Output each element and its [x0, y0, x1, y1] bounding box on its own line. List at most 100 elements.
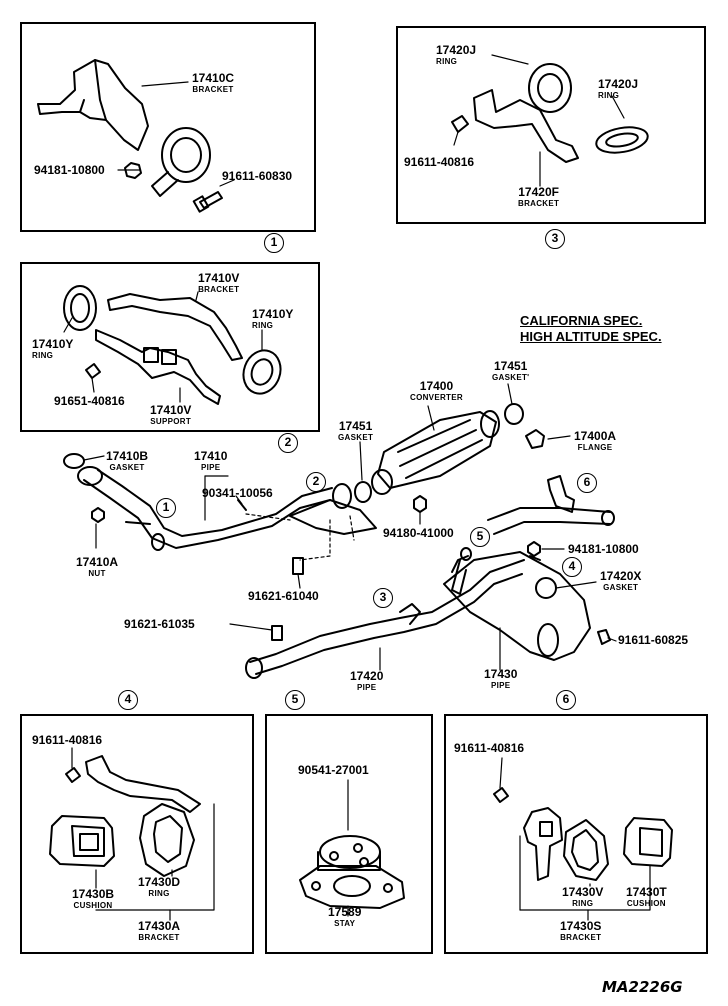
- hanger-6-shape: [547, 475, 575, 513]
- part-label-17420F: 17420F BRACKET: [518, 185, 560, 209]
- bolt-91611-60830-shape: [192, 191, 223, 213]
- part-label-17420J-a: 17420J RING: [436, 44, 476, 67]
- part-label-17420J-b: 17420J RING: [598, 78, 638, 101]
- part-number: 17410: [194, 449, 228, 463]
- part-number: 17430V: [562, 885, 604, 899]
- callout-3-main[interactable]: 3: [373, 588, 393, 608]
- detail-box-5: [265, 714, 433, 954]
- part-label-17420: 17420 PIPE: [350, 669, 384, 693]
- part-label-17410C: 17410C BRACKET: [192, 72, 234, 95]
- part-label-17430V: 17430V RING: [562, 885, 604, 909]
- part-number: 90541-27001: [298, 763, 369, 777]
- support-17410V-shape: [95, 329, 221, 405]
- part-label-17410: 17410 PIPE: [194, 449, 228, 473]
- gasket-17410B-shape: [63, 453, 85, 469]
- part-label-91621-61040: 91621-61040: [248, 590, 319, 603]
- part-number: 94180-41000: [383, 526, 454, 540]
- stay-17589-shape: [299, 865, 405, 909]
- part-label-90541-27001: 90541-27001: [298, 764, 369, 777]
- part-label-94181-10800-a: 94181-10800: [34, 164, 105, 177]
- part-number: 17451: [338, 419, 373, 433]
- part-label-17430D: 17430D RING: [138, 875, 181, 899]
- part-label-91611-60830: 91611-60830: [222, 170, 292, 183]
- spec-high-altitude: HIGH ALTITUDE SPEC.: [520, 329, 662, 344]
- bolt-91651-40816-shape: [85, 363, 101, 379]
- bracket-17410C-shape: [37, 59, 149, 151]
- part-name: RING: [148, 889, 170, 898]
- bolt-91611-40816-c-shape: [493, 787, 509, 803]
- ring-17430D-shape: [139, 803, 195, 877]
- part-name: BRACKET: [138, 933, 180, 942]
- callout-2-box[interactable]: 2: [278, 433, 298, 453]
- callout-1-main[interactable]: 1: [156, 498, 176, 518]
- part-label-17451-b: 17451 GASKET: [338, 419, 373, 443]
- part-name: BRACKET: [560, 933, 602, 942]
- part-label-91611-40816-a: 91611-40816: [404, 156, 474, 169]
- part-label-17420X: 17420X GASKET: [600, 570, 641, 593]
- part-number: 17400: [419, 379, 454, 393]
- part-label-91621-61035: 91621-61035: [124, 618, 195, 631]
- part-number: 17410Y: [252, 307, 294, 321]
- callout-4-box[interactable]: 4: [118, 690, 138, 710]
- part-label-17410V-bracket: 17410V BRACKET: [198, 272, 240, 295]
- bolt-91621-61035-shape: [271, 625, 283, 641]
- clamp-5-shape: [451, 547, 472, 595]
- part-number: 17410Y: [32, 337, 74, 351]
- part-label-17400A: 17400A FLANGE: [574, 429, 617, 453]
- part-label-94180-41000: 94180-41000: [383, 527, 454, 540]
- part-number: 91611-60830: [222, 169, 293, 183]
- part-name: GASKET: [603, 583, 639, 592]
- part-number: 17420F: [518, 185, 559, 199]
- nut-94180-shape: [413, 495, 427, 513]
- ring-17410Y-a-shape: [63, 285, 97, 331]
- callout-5-main[interactable]: 5: [470, 527, 490, 547]
- callout-4-main[interactable]: 4: [562, 557, 582, 577]
- callout-3-box[interactable]: 3: [545, 229, 565, 249]
- part-number: 17589: [328, 905, 362, 919]
- part-number: 17420: [350, 669, 384, 683]
- part-name: BRACKET: [518, 199, 560, 208]
- part-number: 91621-61035: [124, 617, 195, 631]
- part-name: FLANGE: [577, 443, 613, 452]
- part-name: STAY: [334, 919, 356, 928]
- part-number: 90341-10056: [202, 486, 273, 500]
- ring-17430V-shape: [563, 819, 609, 881]
- detail-box-4: [20, 714, 254, 954]
- callout-5-box[interactable]: 5: [285, 690, 305, 710]
- nut-94181-b-shape: [527, 541, 541, 557]
- part-label-17410Y-b: 17410Y RING: [252, 307, 294, 331]
- detail-box-3: [396, 26, 706, 224]
- flange-bracket-shape: [289, 483, 377, 535]
- part-label-17410B: 17410B GASKET: [106, 450, 148, 473]
- callout-2-main[interactable]: 2: [306, 472, 326, 492]
- part-label-17430S: 17430S BRACKET: [560, 920, 602, 943]
- part-number: 91651-40816: [54, 394, 125, 408]
- callout-6-main[interactable]: 6: [577, 473, 597, 493]
- detail-box-6: [444, 714, 708, 954]
- part-number: 17400A: [574, 429, 617, 443]
- part-label-17451-a: 17451 GASKET': [492, 360, 529, 383]
- flange-17400A-shape: [525, 429, 545, 449]
- drawing-code: MA2226G: [602, 978, 683, 996]
- bolt-91621-61040-shape: [292, 557, 304, 575]
- ring-17420J-small-shape: [595, 126, 649, 154]
- part-label-17430B: 17430B CUSHION: [72, 888, 114, 911]
- part-name: PIPE: [200, 463, 221, 472]
- part-label-94181-10800-b: 94181-10800: [568, 543, 639, 556]
- part-number: 91611-40816: [404, 155, 475, 169]
- part-number: 17430: [484, 667, 518, 681]
- callout-6-box[interactable]: 6: [556, 690, 576, 710]
- part-name: PIPE: [356, 683, 377, 692]
- part-number: 91611-60825: [618, 633, 689, 647]
- part-label-91611-40816-c: 91611-40816: [454, 742, 524, 755]
- part-number: 17410V: [150, 403, 192, 417]
- part-number: 91611-40816: [32, 733, 103, 747]
- part-name: BRACKET: [198, 285, 240, 294]
- part-number: 17430D: [138, 875, 181, 889]
- part-name: RING: [572, 899, 594, 908]
- part-name: GASKET: [109, 463, 145, 472]
- part-name: SUPPORT: [150, 417, 192, 426]
- center-pipe-17420-shape: [245, 559, 525, 679]
- callout-1-box[interactable]: 1: [264, 233, 284, 253]
